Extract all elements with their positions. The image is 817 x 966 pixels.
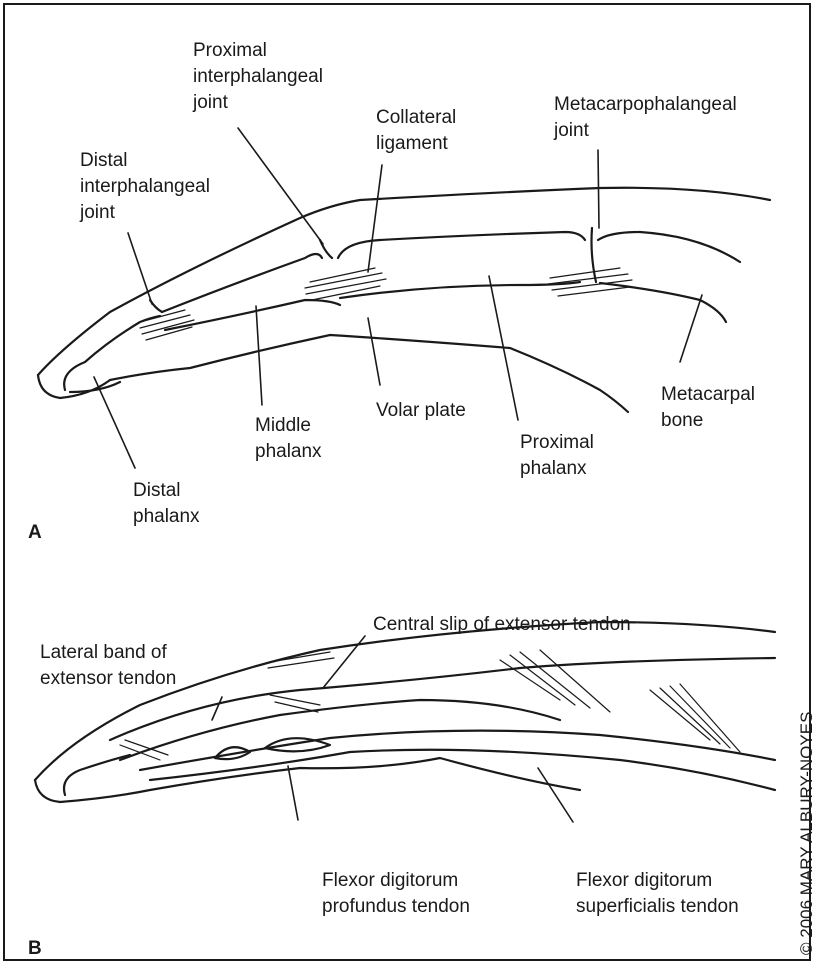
- label-proximal-interphalangeal-joint: Proximal interphalangeal joint: [193, 38, 323, 116]
- middle-phalanx-bone: [162, 254, 340, 330]
- label-flexor-digitorum-superficialis-tendon: Flexor digitorum superficialis tendon: [576, 868, 739, 920]
- label-collateral-ligament: Collateral ligament: [376, 105, 456, 157]
- label-central-slip-extensor-tendon: Central slip of extensor tendon: [373, 612, 631, 638]
- extensor-tendon-band: [110, 658, 775, 740]
- label-distal-phalanx: Distal phalanx: [133, 478, 200, 530]
- label-flexor-digitorum-profundus-tendon: Flexor digitorum profundus tendon: [322, 868, 470, 920]
- label-volar-plate: Volar plate: [376, 398, 466, 424]
- panel-letter-a: A: [28, 522, 42, 544]
- collateral-ligament-hatching: [140, 268, 632, 340]
- label-metacarpophalangeal-joint: Metacarpophalangeal joint: [554, 92, 737, 144]
- metacarpal-bone-shape: [598, 232, 740, 322]
- label-metacarpal-bone: Metacarpal bone: [661, 382, 755, 434]
- label-proximal-phalanx: Proximal phalanx: [520, 430, 594, 482]
- label-middle-phalanx: Middle phalanx: [255, 413, 322, 465]
- finger-b-palmar-outline: [35, 758, 580, 802]
- label-distal-interphalangeal-joint: Distal interphalangeal joint: [80, 148, 210, 226]
- panel-letter-b: B: [28, 938, 42, 960]
- finger-palmar-outline: [38, 335, 628, 412]
- label-lateral-band-extensor-tendon: Lateral band of extensor tendon: [40, 640, 176, 692]
- copyright-notice: © 2006 MARY ALBURY-NOYES: [797, 712, 817, 955]
- proximal-phalanx-bone: [338, 232, 585, 298]
